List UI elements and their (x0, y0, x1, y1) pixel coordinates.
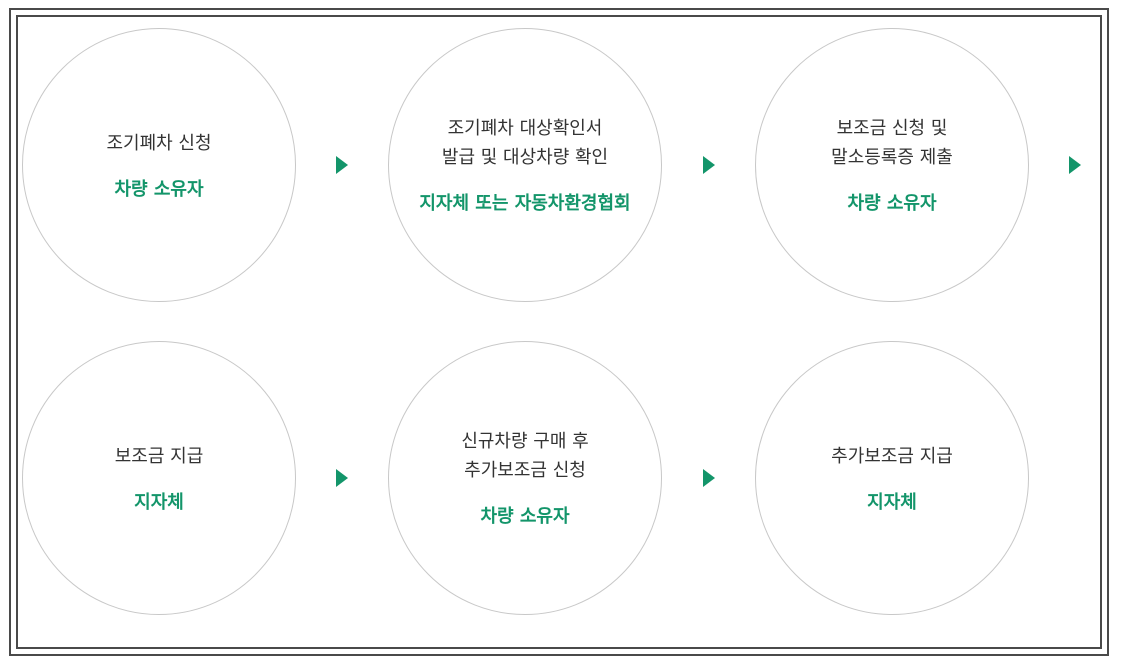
step-3-circle: 보조금 신청 및 말소등록증 제출 차량 소유자 (755, 28, 1029, 302)
step-3-actor: 차량 소유자 (847, 193, 937, 214)
arrow-right-icon (703, 469, 715, 487)
step-3-title: 보조금 신청 및 말소등록증 제출 (831, 118, 953, 168)
step-6-title: 추가보조금 지급 (831, 445, 953, 467)
arrow-right-icon (703, 156, 715, 174)
arrow-right-icon (336, 156, 348, 174)
step-2-circle: 조기폐차 대상확인서 발급 및 대상차량 확인 지자체 또는 자동차환경협회 (388, 28, 662, 302)
step-1-title: 조기폐차 신청 (106, 132, 212, 154)
arrow-right-icon (1069, 156, 1081, 174)
step-6-actor: 지자체 (867, 491, 917, 513)
step-4-actor: 지자체 (134, 491, 184, 513)
step-2-title: 조기폐차 대상확인서 발급 및 대상차량 확인 (441, 118, 609, 168)
step-4-title: 보조금 지급 (114, 445, 204, 467)
step-1-actor: 차량 소유자 (114, 178, 204, 200)
step-2-actor: 지자체 또는 자동차환경협회 (419, 193, 631, 214)
step-6-circle: 추가보조금 지급 지자체 (755, 341, 1029, 615)
step-5-circle: 신규차량 구매 후 추가보조금 신청 차량 소유자 (388, 341, 662, 615)
step-1-circle: 조기폐차 신청 차량 소유자 (22, 28, 296, 302)
inner-frame (16, 15, 1102, 649)
step-5-title: 신규차량 구매 후 추가보조금 신청 (461, 431, 589, 481)
arrow-right-icon (336, 469, 348, 487)
outer-frame (9, 8, 1109, 656)
step-5-actor: 차량 소유자 (480, 506, 570, 527)
step-4-circle: 보조금 지급 지자체 (22, 341, 296, 615)
